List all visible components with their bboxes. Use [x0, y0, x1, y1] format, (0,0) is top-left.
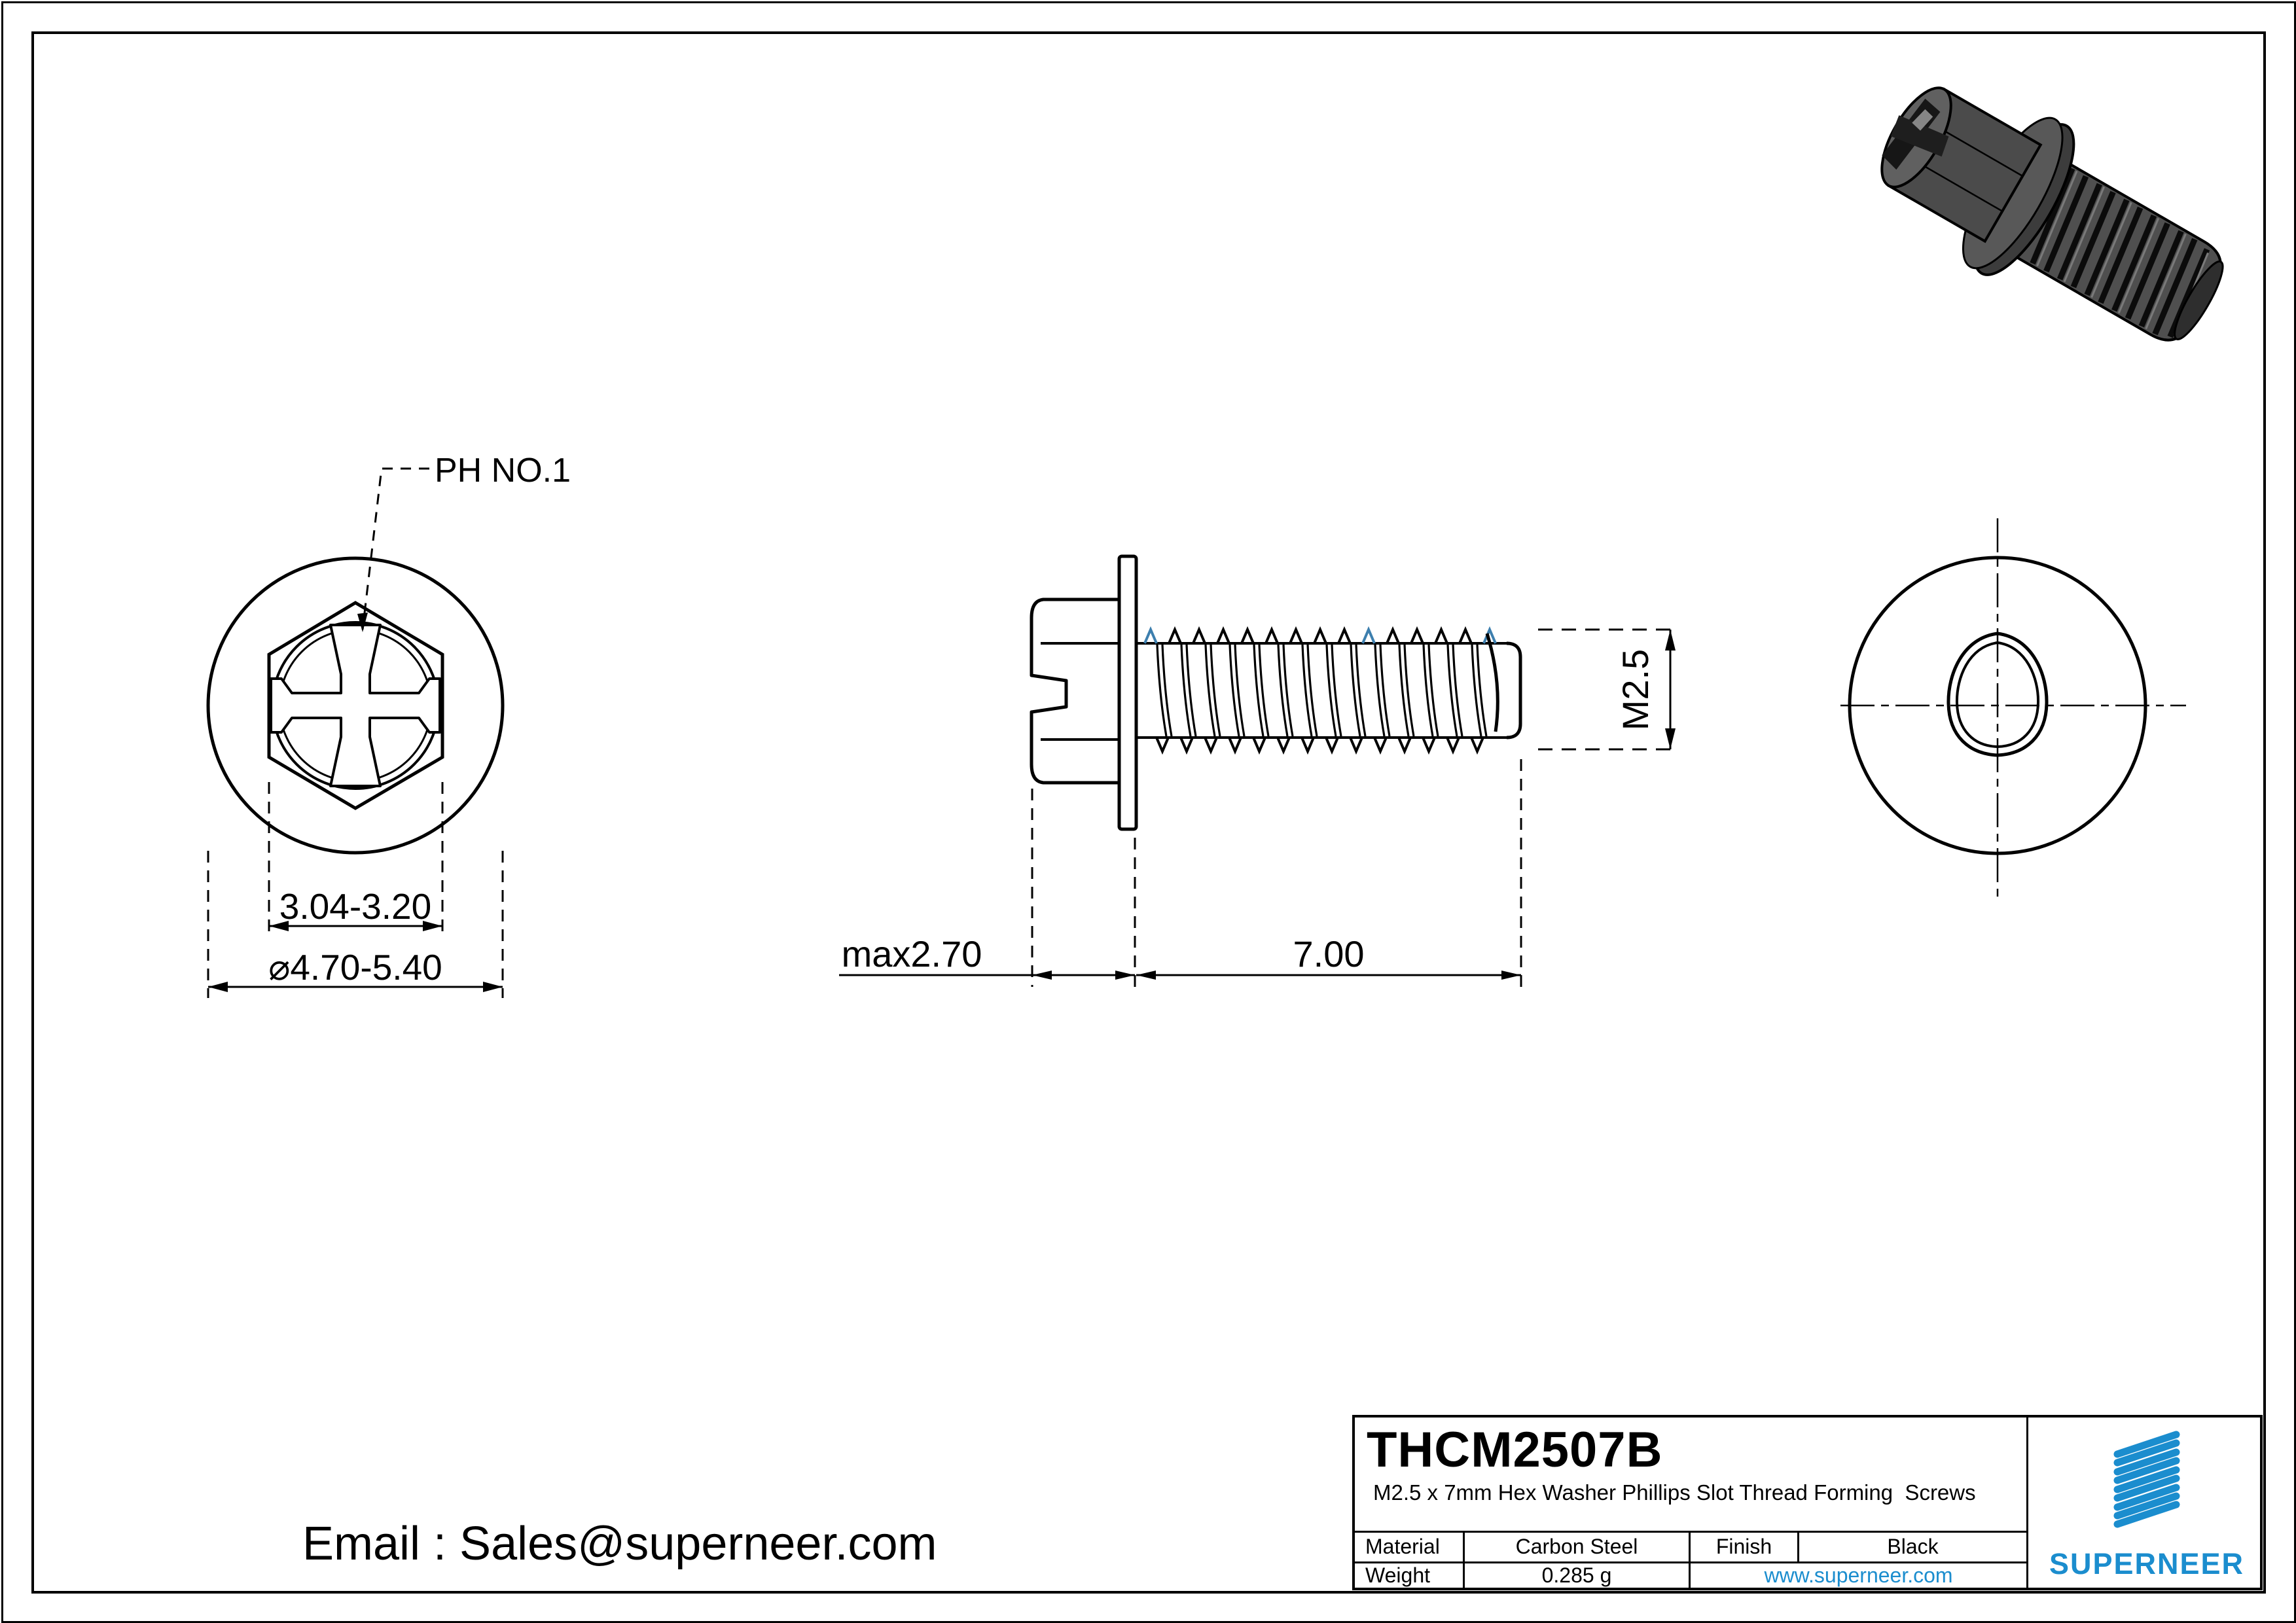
washer-flange-profile	[1117, 554, 1138, 831]
hex-facet-lines	[1041, 642, 1119, 741]
hex-dim-arrow-right	[423, 921, 442, 931]
thread-runout-curve	[1485, 633, 1499, 732]
screw-3d-tip-shading	[2174, 260, 2224, 340]
contact-email-text: Email : Sales@superneer.com	[302, 1518, 937, 1570]
head-dim-arrow-left	[1032, 971, 1052, 980]
material-finish-row: Material Carbon Steel Finish Black	[1355, 1530, 2026, 1561]
title-block-text-area: THCM2507B M2.5 x 7mm Hex Washer Phillips…	[1355, 1418, 2026, 1588]
website-link[interactable]: www.superneer.com	[1689, 1563, 2026, 1588]
part-number: THCM2507B	[1367, 1422, 1663, 1478]
washer-outline-circle	[206, 556, 505, 855]
part-description: M2.5 x 7mm Hex Washer Phillips Slot Thre…	[1373, 1480, 1976, 1505]
weight-website-row: Weight 0.285 g www.superneer.com	[1355, 1561, 2026, 1588]
finish-value: Black	[1797, 1532, 2026, 1561]
finish-label: Finish	[1689, 1532, 1797, 1561]
hex-head-profile	[1030, 597, 1119, 785]
material-value: Carbon Steel	[1463, 1532, 1689, 1561]
thread-flank-lines	[1156, 643, 1488, 738]
side-dim-extension-lines	[1031, 759, 1522, 987]
phillips-slot-recess	[270, 624, 441, 787]
head-height-dim-text: max2.70	[842, 933, 982, 974]
brand-stripes-logo-icon	[2113, 1431, 2180, 1528]
weight-label: Weight	[1365, 1563, 1431, 1587]
screw-3d-recess-slot	[1890, 115, 1949, 157]
sheet-inner-border	[31, 31, 2266, 1594]
thread-size-arrow-top	[1665, 630, 1676, 651]
trilobe-outer	[1946, 632, 2049, 757]
trilobe-inner	[1955, 641, 2040, 749]
length-dim-arrow-left	[1136, 971, 1156, 980]
end-view-drawing	[1840, 518, 2186, 898]
screw-3d-render	[1880, 86, 2224, 342]
ph-leader-arrow	[357, 613, 368, 632]
thread-length-dim-text: 7.00	[1293, 933, 1365, 974]
thread-size-dim-text: M2.5	[1615, 649, 1656, 731]
length-dim-arrow-right	[1501, 971, 1521, 980]
ph-number-label: PH NO.1	[435, 452, 571, 490]
side-view-drawing	[839, 554, 1679, 987]
ph-leader-line	[361, 467, 429, 630]
hex-dim-arrow-left	[269, 921, 289, 931]
screw-3d-recess-highlight	[1912, 109, 1933, 131]
title-block-description-area: THCM2507B M2.5 x 7mm Hex Washer Phillips…	[1355, 1418, 2026, 1531]
dia-dim-extension-lines	[207, 851, 504, 998]
brand-name: SUPERNEER	[2049, 1547, 2245, 1580]
thread-tip-cap	[1506, 641, 1522, 740]
thread-root-lines	[1136, 642, 1507, 739]
hex-dim-extension-lines	[268, 782, 444, 937]
thread-crests-bottom	[1155, 736, 1484, 753]
thread-size-arrow-bottom	[1665, 728, 1676, 749]
brand-logo-panel: SUPERNEER	[2026, 1418, 2265, 1588]
dia-dim-arrow-right	[483, 982, 503, 992]
washer-dia-dim-text: ⌀4.70-5.40	[268, 947, 442, 988]
screw-3d-thread-stripes	[2030, 167, 2210, 338]
hex-width-dim-text: 3.04-3.20	[279, 886, 431, 927]
head-dim-arrow-right	[1115, 971, 1135, 980]
material-label: Material	[1365, 1535, 1440, 1559]
hex-outline	[267, 601, 444, 810]
dia-dim-arrow-left	[208, 982, 228, 992]
thread-crests-top	[1168, 628, 1473, 645]
title-block: THCM2507B M2.5 x 7mm Hex Washer Phillips…	[1352, 1415, 2263, 1590]
thread-size-dashed-lines	[1538, 628, 1679, 751]
front-view-drawing	[206, 467, 505, 998]
weight-value: 0.285 g	[1463, 1563, 1689, 1588]
